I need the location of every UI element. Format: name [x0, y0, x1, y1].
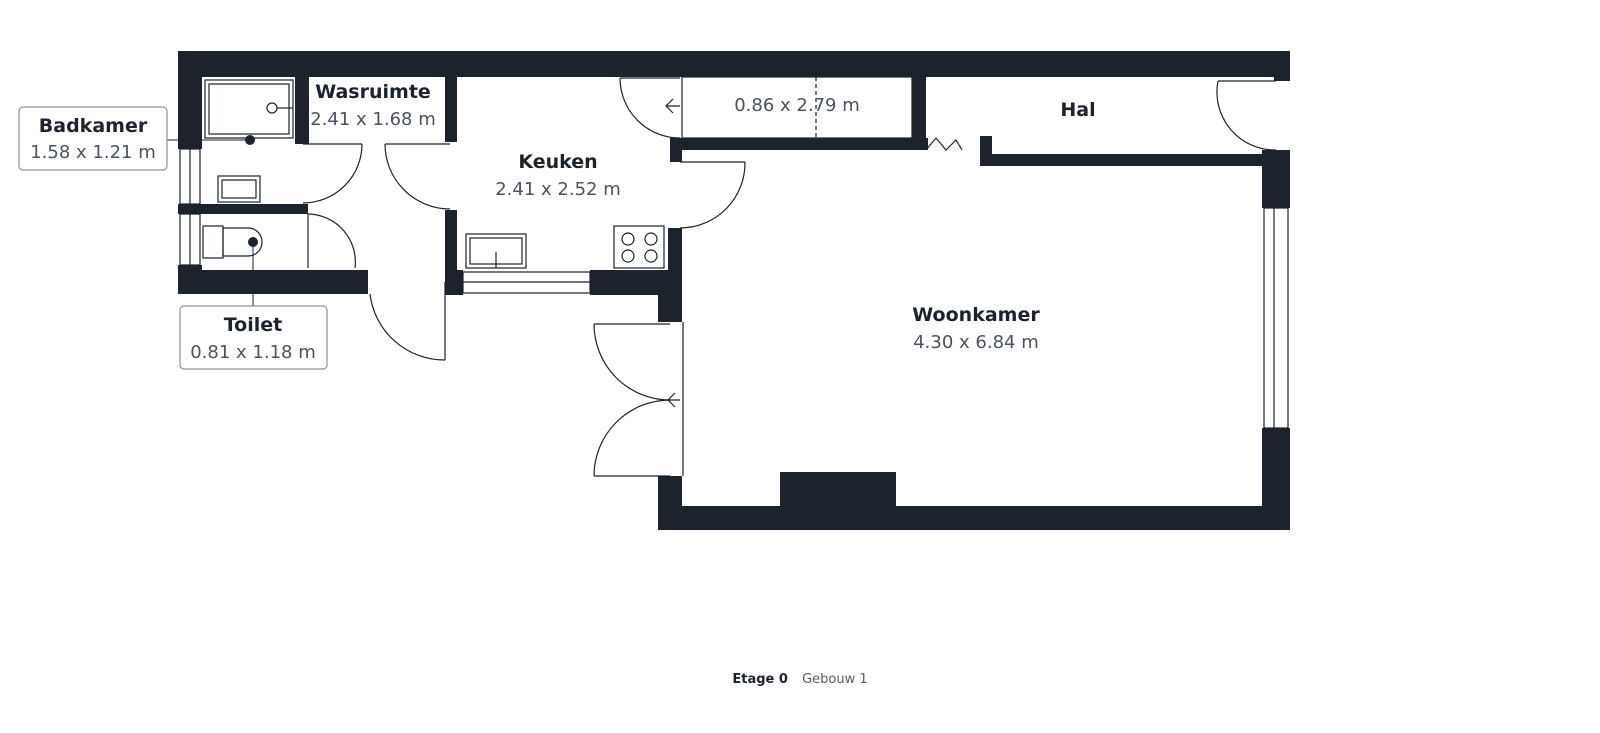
door-badkamer [302, 143, 363, 204]
windows [179, 148, 1289, 429]
floor-label: Etage 0 [732, 672, 788, 687]
wall-left-upper [178, 51, 202, 149]
door-woonkamer-double [593, 322, 684, 477]
wall-top [178, 51, 1290, 77]
storage-box [681, 76, 913, 139]
room-woonkamer-name: Woonkamer [912, 304, 1040, 326]
room-hal-name: Hal [1060, 99, 1095, 121]
label-box-toilet [179, 305, 328, 370]
room-toilet-name: Toilet [224, 314, 282, 336]
wall-toilet-bottom [178, 270, 368, 294]
room-wasruimte-dims: 2.41 x 1.68 m [310, 109, 436, 130]
room-badkamer-name: Badkamer [39, 115, 148, 137]
label-leaders [167, 139, 254, 306]
wall-storage-bottom [670, 138, 928, 150]
kitchen-sink [465, 233, 527, 269]
door-toilet [307, 213, 356, 269]
room-badkamer-dims: 1.58 x 1.21 m [30, 142, 156, 163]
door-keuken-woonkamer [679, 161, 746, 229]
doors [302, 77, 1277, 477]
door-exterior-side [369, 282, 446, 361]
room-wasruimte-name: Wasruimte [315, 81, 431, 103]
fixtures [202, 76, 913, 269]
arrow-woonkamer [667, 392, 680, 408]
room-keuken-name: Keuken [518, 151, 597, 173]
wall-right-upper [1262, 150, 1290, 208]
label-box-badkamer [18, 106, 168, 171]
door-storage [619, 77, 681, 139]
door-hal-front [1216, 80, 1277, 151]
door-folding [925, 137, 963, 151]
wall-bath-was-divider [295, 76, 309, 144]
room-woonkamer-dims: 4.30 x 6.84 m [913, 332, 1039, 353]
wall-storage-right [912, 76, 926, 150]
wall-top-right-stub [1274, 51, 1290, 81]
room-berging-dims: 0.86 x 2.79 m [734, 95, 860, 116]
stove [613, 225, 665, 269]
window-woonkamer [1263, 207, 1289, 429]
wall-keuken-bottom-left [445, 270, 463, 295]
wall-keuken-right-lower [668, 228, 682, 295]
walls [178, 51, 1290, 530]
toilet-bowl [202, 225, 263, 259]
label-boxes [18, 106, 328, 370]
room-toilet-dims: 0.81 x 1.18 m [190, 342, 316, 363]
wall-bath-toilet-divider [178, 204, 308, 214]
arrow-storage [665, 98, 680, 114]
room-keuken-dims: 2.41 x 2.52 m [495, 179, 621, 200]
door-wasruimte [384, 143, 451, 210]
building-label: Gebouw 1 [802, 672, 868, 687]
wall-hal-bottom [980, 154, 1264, 166]
wall-bottom [658, 506, 1290, 530]
bath-sink [217, 175, 261, 203]
chimney-block [780, 472, 896, 508]
plan-footer: Etage 0 Gebouw 1 [0, 672, 1600, 687]
wall-was-keuken-upper [445, 76, 457, 142]
wall-woonkamer-left-stub [658, 288, 682, 322]
shower [204, 79, 294, 139]
